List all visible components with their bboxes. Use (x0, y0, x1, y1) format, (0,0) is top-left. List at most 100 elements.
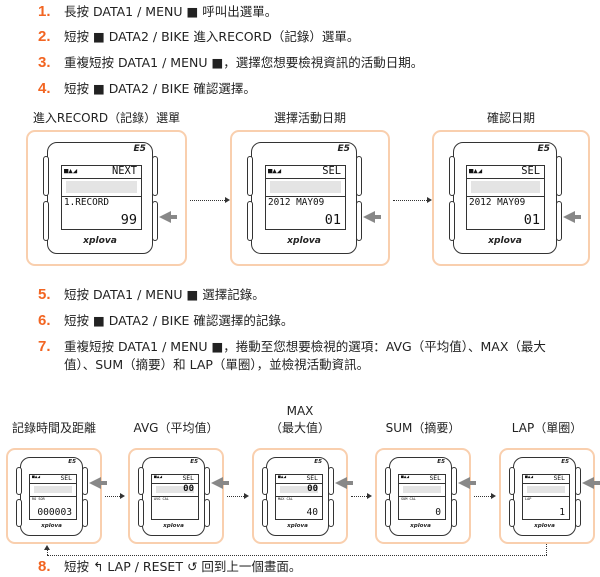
screen-divider (152, 483, 198, 485)
device-side-button (204, 499, 210, 527)
device-side-button (356, 201, 362, 241)
step-text: 短按 ■ DATA2 / BIKE 確認選擇。 (64, 81, 256, 96)
status-icons: ■▲◢ (32, 475, 41, 480)
status-icons: ■▲◢ (401, 475, 410, 480)
brand-logo: xplova (163, 523, 184, 530)
device-side-button (152, 156, 158, 196)
step-number: 5. (38, 286, 51, 303)
inactive-segments (280, 486, 318, 493)
diagram-caption: LAP（單圈） (511, 421, 583, 435)
screen-divider (276, 496, 322, 498)
return-dotted-line (47, 550, 48, 555)
screen-line-2: 01 (523, 212, 540, 229)
screen-divider (62, 178, 141, 180)
device-side-button (556, 156, 562, 196)
diagram-caption: 進入RECORD（記錄）選單 (32, 111, 181, 125)
inactive-segments (270, 181, 341, 193)
screen-divider (399, 496, 445, 498)
flow-dotted-line (190, 200, 225, 201)
step-number: 7. (38, 338, 51, 355)
press-arrow-icon (335, 477, 353, 489)
screen-divider (62, 196, 141, 198)
device-side-button (449, 201, 455, 241)
screen-line-2: 01 (324, 212, 341, 229)
model-label: E5 (337, 144, 350, 154)
brand-logo: xplova (287, 235, 321, 246)
device-side-button (328, 499, 334, 527)
diagram-caption: AVG（平均值） (133, 421, 219, 435)
step-number: 3. (38, 54, 51, 71)
screen-divider (30, 483, 76, 485)
screen-divider (523, 483, 569, 485)
device-side-button (138, 499, 144, 527)
flow-dotted-line (227, 496, 244, 497)
flow-arrowhead-icon (367, 493, 372, 499)
screen-line-1: RO SOR (32, 497, 45, 501)
model-label: E5 (437, 459, 445, 465)
device-side-button (82, 467, 88, 495)
inactive-segments (471, 181, 540, 193)
status-icons: ■▲◢ (154, 475, 163, 480)
inactive-segments (527, 486, 565, 493)
brand-logo: xplova (287, 523, 308, 530)
screen-label: SEL (322, 165, 341, 177)
device-side-button (16, 499, 22, 527)
status-icons: ■▲◢ (469, 166, 483, 175)
press-arrow-icon (159, 211, 177, 223)
flow-arrowhead-icon (427, 197, 432, 203)
screen-divider (266, 178, 345, 180)
device-side-button (509, 499, 515, 527)
device-side-button (509, 467, 515, 495)
screen-line-1: MAX CAL (278, 497, 293, 501)
inactive-segments (403, 486, 441, 493)
device-side-button (82, 499, 88, 527)
screen-label: SEL (60, 474, 72, 482)
screen-line-1: 2012 MAY09 (469, 197, 526, 208)
flow-dotted-line (474, 496, 491, 497)
diagram-caption: 選擇活動日期 (273, 111, 346, 125)
diagram-caption: SUM（摘要） (385, 421, 461, 435)
screen-label: SEL (553, 474, 565, 482)
device-side-button (16, 467, 22, 495)
status-icons: ■▲◢ (278, 475, 287, 480)
screen-label: NEXT (111, 165, 137, 177)
step-8: 8.短按 ↰ LAP / RESET ↺ 回到上一個畫面。 (38, 558, 301, 576)
return-arrowhead-icon (44, 545, 50, 550)
brand-logo: xplova (83, 235, 117, 246)
device-side-button (247, 201, 253, 241)
diagram-caption: MAX (286, 404, 314, 418)
model-label: E5 (537, 144, 550, 154)
model-label: E5 (314, 459, 322, 465)
model-label: E5 (68, 459, 76, 465)
screen-divider (399, 483, 445, 485)
screen-line-2: 0 (435, 507, 441, 519)
brand-logo: xplova (534, 523, 555, 530)
brand-logo: xplova (410, 523, 431, 530)
press-arrow-icon (89, 477, 107, 489)
device-side-button (262, 467, 268, 495)
press-arrow-icon (211, 477, 229, 489)
flow-dotted-line (393, 200, 427, 201)
device-side-button (204, 467, 210, 495)
status-icons: ■▲◢ (64, 166, 78, 175)
step-3: 3.重複短按 DATA1 / MENU ■，選擇您想要檢視資訊的活動日期。 (38, 54, 423, 72)
screen-divider (523, 496, 569, 498)
flow-arrowhead-icon (225, 197, 230, 203)
status-icons: ■▲◢ (525, 475, 534, 480)
flow-dotted-line (351, 496, 367, 497)
press-arrow-icon (582, 477, 600, 489)
large-value: 00 (183, 484, 194, 494)
press-arrow-icon (563, 211, 581, 223)
